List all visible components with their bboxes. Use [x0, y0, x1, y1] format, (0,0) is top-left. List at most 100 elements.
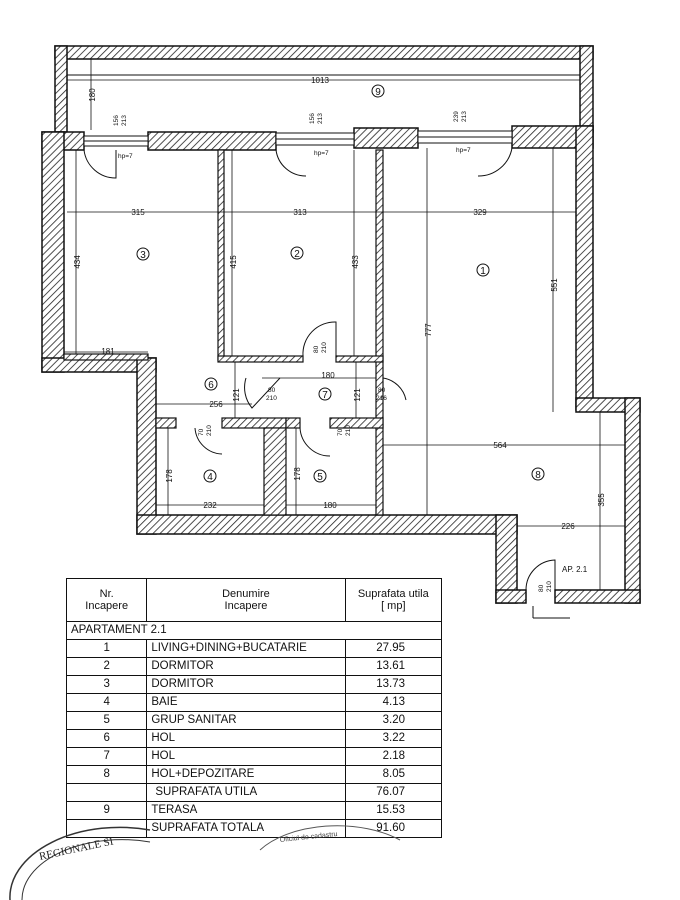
room-number-1: 1 [480, 266, 486, 277]
dim-room4-height: 178 [165, 469, 174, 483]
dim-room3-bottom: 181 [101, 347, 115, 356]
suprafata-utila-label: SUPRAFATA UTILA [146, 783, 346, 802]
window-3-label-b: 213 [121, 115, 128, 126]
terasa-value: 15.53 [344, 801, 443, 820]
cell-area: 13.73 [344, 675, 443, 694]
suprafata-utila-row: SUPRAFATA UTILA 76.07 [65, 783, 443, 802]
cell-area: 3.22 [344, 729, 443, 748]
svg-text:70: 70 [337, 428, 344, 436]
cell-nr: 6 [65, 729, 148, 748]
room-number-4: 4 [207, 472, 213, 483]
cell-name: LIVING+DINING+BUCATARIE [146, 639, 346, 658]
cell-area: 2.18 [344, 747, 443, 766]
svg-text:210: 210 [321, 342, 328, 353]
suprafata-utila-value: 76.07 [344, 783, 443, 802]
dim-room1-depth: 551 [550, 278, 559, 292]
vertical-dimension-labels: 434 415 433 777 551 121 121 178 178 355 … [73, 88, 606, 507]
entry-arrow [532, 606, 570, 619]
svg-text:210: 210 [206, 425, 213, 436]
window-2-label-b: 213 [317, 113, 324, 124]
window-2-label-a: 156 [309, 113, 316, 124]
cell-name: HOL [146, 729, 346, 748]
dim-room5-height: 178 [293, 467, 302, 481]
doors [83, 147, 556, 591]
header-area: Suprafata utila[ mp] [344, 578, 443, 622]
dim-hol8-depth: 355 [597, 493, 606, 507]
terasa-label: TERASA [146, 801, 346, 820]
dim-hol7-height: 121 [353, 388, 362, 402]
svg-text:80: 80 [538, 584, 545, 592]
cell-area: 13.61 [344, 657, 443, 676]
window-1-label-b: 213 [461, 111, 468, 122]
terasa-nr: 9 [65, 801, 148, 820]
dim-room4-width: 232 [203, 501, 217, 510]
dim-room3-depth: 434 [73, 255, 82, 269]
dimension-lines [64, 59, 625, 590]
cell-name: GRUP SANITAR [146, 711, 346, 730]
window-1-label-a: 239 [453, 111, 460, 122]
dim-terrace-depth: 180 [88, 88, 97, 102]
stamp-text-left: REGIONALE SI [38, 835, 115, 862]
dim-room1-total-depth: 777 [424, 323, 433, 337]
dim-room5-width: 180 [323, 501, 337, 510]
room-number-8: 8 [535, 470, 541, 481]
door-labels: 80 210 80 210 80 216 70 210 70 210 80 21… [198, 342, 553, 592]
cell-nr: 3 [65, 675, 148, 694]
floor-plan: 1013 315 313 329 181 180 256 232 180 564… [41, 45, 641, 619]
interior-walls [63, 149, 384, 516]
dim-hol8-bottom-width: 226 [561, 522, 575, 531]
dim-room2-depth: 415 [229, 255, 238, 269]
cell-area: 27.95 [344, 639, 443, 658]
cell-name: DORMITOR [146, 675, 346, 694]
cell-area: 8.05 [344, 765, 443, 784]
bal-label-3: hp=7 [118, 153, 133, 160]
suprafata-totala-row: SUPRAFATA TOTALA 91.60 [65, 819, 443, 838]
bal-label-2: hp=7 [314, 150, 329, 157]
cell-nr: 2 [65, 657, 148, 676]
svg-text:210: 210 [345, 425, 352, 436]
cell-area: 3.20 [344, 711, 443, 730]
room-number-6: 6 [208, 380, 214, 391]
entry-label: AP. 2.1 [562, 565, 588, 574]
apartment-label: APARTAMENT 2.1 [66, 621, 346, 640]
room-number-9: 9 [375, 87, 381, 98]
svg-text:80: 80 [268, 387, 276, 394]
cell-nr: 4 [65, 693, 148, 712]
window-3-label-a: 156 [113, 115, 120, 126]
svg-text:70: 70 [198, 428, 205, 436]
header-nr: Nr.Incapere [65, 578, 148, 622]
cell-area: 4.13 [344, 693, 443, 712]
cell-nr: 7 [65, 747, 148, 766]
dim-hol7-width: 180 [321, 371, 335, 380]
svg-text:210: 210 [266, 395, 277, 402]
cadastre-stamp: REGIONALE SI Oficiul de cadastru [9, 825, 401, 900]
dim-room2-right-depth: 433 [351, 255, 360, 269]
room-number-3: 3 [140, 250, 146, 261]
dim-room2-width: 313 [293, 208, 307, 217]
cell-nr: 5 [65, 711, 148, 730]
dimension-labels: 1013 315 313 329 181 180 256 232 180 564… [101, 76, 587, 574]
dim-room1-width: 329 [473, 208, 487, 217]
exterior-walls [41, 125, 641, 604]
cell-name: HOL [146, 747, 346, 766]
cell-name: DORMITOR [146, 657, 346, 676]
svg-text:210: 210 [546, 581, 553, 592]
room-number-7: 7 [322, 390, 328, 401]
room-numbers: 1 2 3 4 5 6 7 8 9 [140, 87, 541, 483]
apartment-row: APARTAMENT 2.1 [66, 621, 443, 640]
terasa-row: 9 TERASA 15.53 [65, 801, 443, 820]
svg-text:80: 80 [378, 387, 386, 394]
room-number-5: 5 [317, 472, 323, 483]
stamp-text-right: Oficiul de cadastru [279, 831, 337, 844]
cell-name: HOL+DEPOZITARE [146, 765, 346, 784]
svg-text:80: 80 [313, 345, 320, 353]
